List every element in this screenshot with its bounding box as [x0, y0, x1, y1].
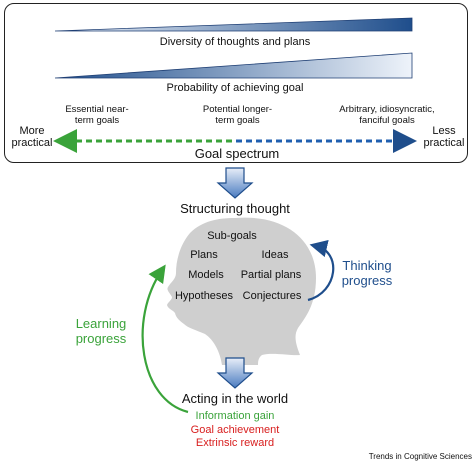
- structuring-thought-title: Structuring thought: [180, 201, 290, 216]
- head-silhouette: [167, 217, 316, 365]
- goal-spectrum-label: Goal spectrum: [194, 146, 280, 161]
- more-practical-label: More practical: [11, 125, 53, 149]
- down-arrow-top: [216, 167, 254, 199]
- acting-world-title: Acting in the world: [181, 391, 289, 406]
- journal-footer: Trends in Cognitive Sciences: [368, 452, 472, 461]
- probability-wedge: [54, 52, 413, 79]
- goal-fanciful: Arbitrary, idiosyncratic, fanciful goals: [339, 104, 435, 126]
- learning-loop-arrow: [141, 264, 189, 414]
- diversity-wedge: [54, 17, 413, 32]
- goal-longer-term: Potential longer- term goals: [202, 104, 273, 126]
- goal-spectrum-panel: [4, 3, 468, 163]
- down-arrow-bottom: [216, 357, 254, 389]
- head-item-subgoals: Sub-goals: [207, 230, 257, 242]
- head-item-hypotheses: Hypotheses: [174, 290, 234, 302]
- head-item-partial-plans: Partial plans: [240, 269, 302, 281]
- diversity-label: Diversity of thoughts and plans: [159, 36, 311, 48]
- thinking-progress-label: Thinking progress: [341, 258, 393, 288]
- head-item-conjectures: Conjectures: [242, 290, 302, 302]
- head-item-ideas: Ideas: [261, 249, 289, 261]
- information-gain: Information gain: [195, 410, 275, 422]
- extrinsic-reward: Extrinsic reward: [195, 437, 275, 449]
- learning-progress-label: Learning progress: [75, 316, 127, 346]
- head-item-plans: Plans: [190, 249, 218, 261]
- goal-near-term: Essential near- term goals: [65, 104, 129, 126]
- less-practical-label: Less practical: [423, 125, 465, 149]
- head-item-models: Models: [188, 269, 224, 281]
- probability-label: Probability of achieving goal: [166, 82, 304, 94]
- thinking-loop-arrow: [307, 239, 335, 302]
- goal-achievement: Goal achievement: [190, 424, 280, 436]
